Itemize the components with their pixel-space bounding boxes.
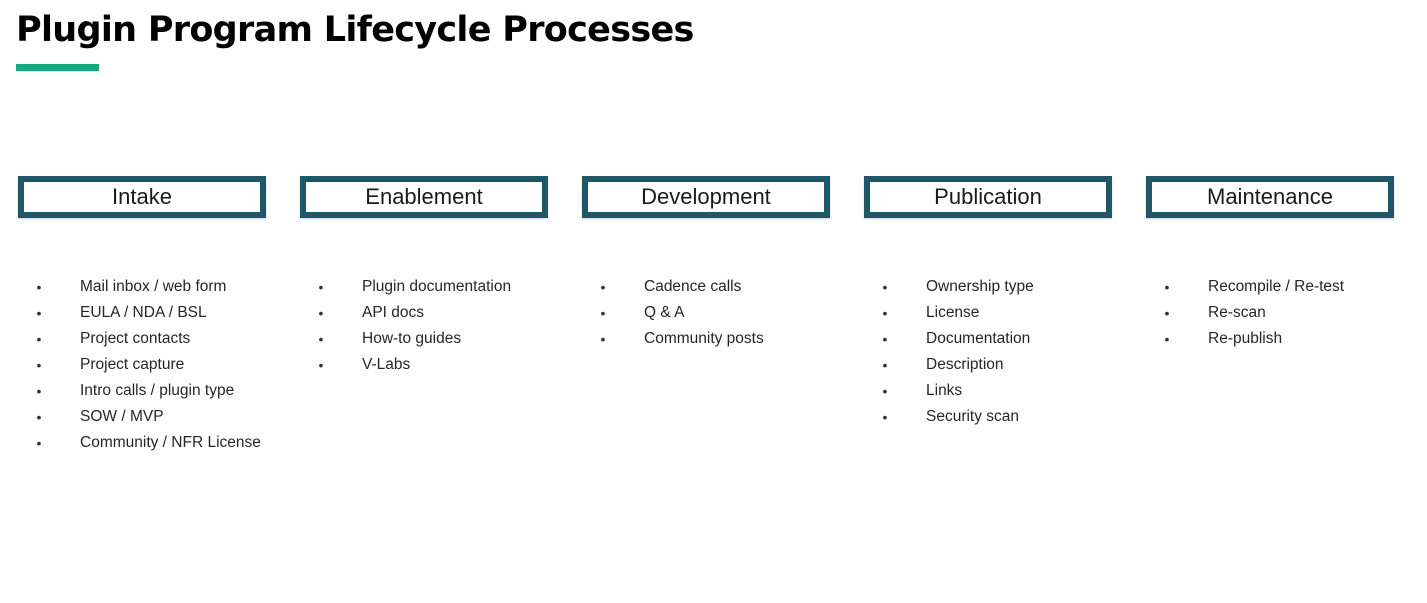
bullet-icon: • bbox=[36, 435, 42, 451]
bullet-icon: • bbox=[318, 357, 324, 373]
phase-item-list-maintenance: • Recompile / Re-test • Re-scan • Re-pub… bbox=[1160, 274, 1427, 352]
phase-item-list-intake: • Mail inbox / web form • EULA / NDA / B… bbox=[32, 274, 332, 456]
list-item: • Q & A bbox=[596, 300, 896, 326]
bullet-icon: • bbox=[36, 279, 42, 295]
list-item: • How-to guides bbox=[314, 326, 614, 352]
phase-header-label: Enablement bbox=[365, 184, 483, 209]
list-item: • API docs bbox=[314, 300, 614, 326]
list-item-label: Security scan bbox=[926, 408, 1020, 425]
list-item-label: Ownership type bbox=[926, 278, 1034, 295]
list-item-label: Documentation bbox=[926, 330, 1031, 347]
list-item-label: Recompile / Re-test bbox=[1208, 278, 1345, 295]
list-item: • V-Labs bbox=[314, 352, 614, 378]
phase-header-label: Maintenance bbox=[1207, 184, 1333, 209]
bullet-icon: • bbox=[600, 331, 606, 347]
list-item: • Re-scan bbox=[1160, 300, 1427, 326]
bullet-icon: • bbox=[1164, 279, 1170, 295]
phase-header-publication[interactable]: Publication bbox=[864, 176, 1112, 218]
bullet-icon: • bbox=[600, 279, 606, 295]
bullet-icon: • bbox=[318, 279, 324, 295]
list-item: • Recompile / Re-test bbox=[1160, 274, 1427, 300]
bullet-icon: • bbox=[36, 357, 42, 373]
list-item-label: Intro calls / plugin type bbox=[80, 382, 235, 399]
list-item: • License bbox=[878, 300, 1178, 326]
list-item-label: Project capture bbox=[80, 356, 185, 373]
list-item-label: Q & A bbox=[644, 304, 685, 321]
list-item-label: Community posts bbox=[644, 330, 764, 347]
list-item: • Project contacts bbox=[32, 326, 332, 352]
list-item-label: Re-publish bbox=[1208, 330, 1283, 347]
list-item-label: Cadence calls bbox=[644, 278, 742, 295]
list-item-label: Community / NFR License bbox=[80, 434, 261, 451]
list-item: • Re-publish bbox=[1160, 326, 1427, 352]
list-item: • Description bbox=[878, 352, 1178, 378]
bullet-icon: • bbox=[1164, 305, 1170, 321]
bullet-icon: • bbox=[318, 305, 324, 321]
bullet-icon: • bbox=[600, 305, 606, 321]
bullet-icon: • bbox=[882, 357, 888, 373]
bullet-icon: • bbox=[36, 383, 42, 399]
list-item: • Ownership type bbox=[878, 274, 1178, 300]
phase-header-development[interactable]: Development bbox=[582, 176, 830, 218]
title-accent-bar bbox=[16, 64, 99, 71]
phase-header-intake[interactable]: Intake bbox=[18, 176, 266, 218]
phase-header-label: Publication bbox=[934, 184, 1042, 209]
list-item-label: Links bbox=[926, 382, 963, 399]
list-item-label: EULA / NDA / BSL bbox=[80, 304, 207, 321]
list-item: • Community / NFR License bbox=[32, 430, 332, 456]
phase-column-development: Development • Cadence calls • Q & A • Co… bbox=[582, 176, 830, 347]
list-item-label: Description bbox=[926, 356, 1004, 373]
phase-column-intake: Intake • Mail inbox / web form • EULA / … bbox=[18, 176, 266, 451]
phase-item-list-development: • Cadence calls • Q & A • Community post… bbox=[596, 274, 896, 352]
list-item-label: SOW / MVP bbox=[80, 408, 164, 425]
bullet-icon: • bbox=[882, 409, 888, 425]
list-item: • Community posts bbox=[596, 326, 896, 352]
list-item: • SOW / MVP bbox=[32, 404, 332, 430]
title-block: Plugin Program Lifecycle Processes bbox=[16, 8, 694, 71]
list-item-label: Mail inbox / web form bbox=[80, 278, 227, 295]
bullet-icon: • bbox=[882, 279, 888, 295]
bullet-icon: • bbox=[36, 305, 42, 321]
phase-header-label: Development bbox=[641, 184, 771, 209]
bullet-icon: • bbox=[882, 383, 888, 399]
list-item-label: API docs bbox=[362, 304, 425, 321]
page-title: Plugin Program Lifecycle Processes bbox=[16, 10, 694, 50]
phase-item-list-publication: • Ownership type • License • Documentati… bbox=[878, 274, 1178, 430]
list-item: • Plugin documentation bbox=[314, 274, 614, 300]
bullet-icon: • bbox=[36, 409, 42, 425]
phase-item-list-enablement: • Plugin documentation • API docs • How-… bbox=[314, 274, 614, 378]
bullet-icon: • bbox=[36, 331, 42, 347]
list-item-label: License bbox=[926, 304, 980, 321]
list-item-label: Plugin documentation bbox=[362, 278, 512, 295]
phase-header-enablement[interactable]: Enablement bbox=[300, 176, 548, 218]
bullet-icon: • bbox=[882, 305, 888, 321]
list-item-label: V-Labs bbox=[362, 356, 411, 373]
bullet-icon: • bbox=[882, 331, 888, 347]
list-item: • Links bbox=[878, 378, 1178, 404]
phase-header-label: Intake bbox=[112, 184, 172, 209]
list-item: • Documentation bbox=[878, 326, 1178, 352]
list-item: • Security scan bbox=[878, 404, 1178, 430]
bullet-icon: • bbox=[1164, 331, 1170, 347]
list-item: • Intro calls / plugin type bbox=[32, 378, 332, 404]
list-item: • EULA / NDA / BSL bbox=[32, 300, 332, 326]
list-item-label: Re-scan bbox=[1208, 304, 1266, 321]
bullet-icon: • bbox=[318, 331, 324, 347]
phase-header-maintenance[interactable]: Maintenance bbox=[1146, 176, 1394, 218]
phase-column-enablement: Enablement • Plugin documentation • API … bbox=[300, 176, 548, 373]
list-item: • Mail inbox / web form bbox=[32, 274, 332, 300]
phase-column-publication: Publication • Ownership type • License •… bbox=[864, 176, 1112, 425]
list-item: • Cadence calls bbox=[596, 274, 896, 300]
list-item-label: How-to guides bbox=[362, 330, 462, 347]
list-item: • Project capture bbox=[32, 352, 332, 378]
phase-column-maintenance: Maintenance • Recompile / Re-test • Re-s… bbox=[1146, 176, 1394, 347]
list-item-label: Project contacts bbox=[80, 330, 191, 347]
